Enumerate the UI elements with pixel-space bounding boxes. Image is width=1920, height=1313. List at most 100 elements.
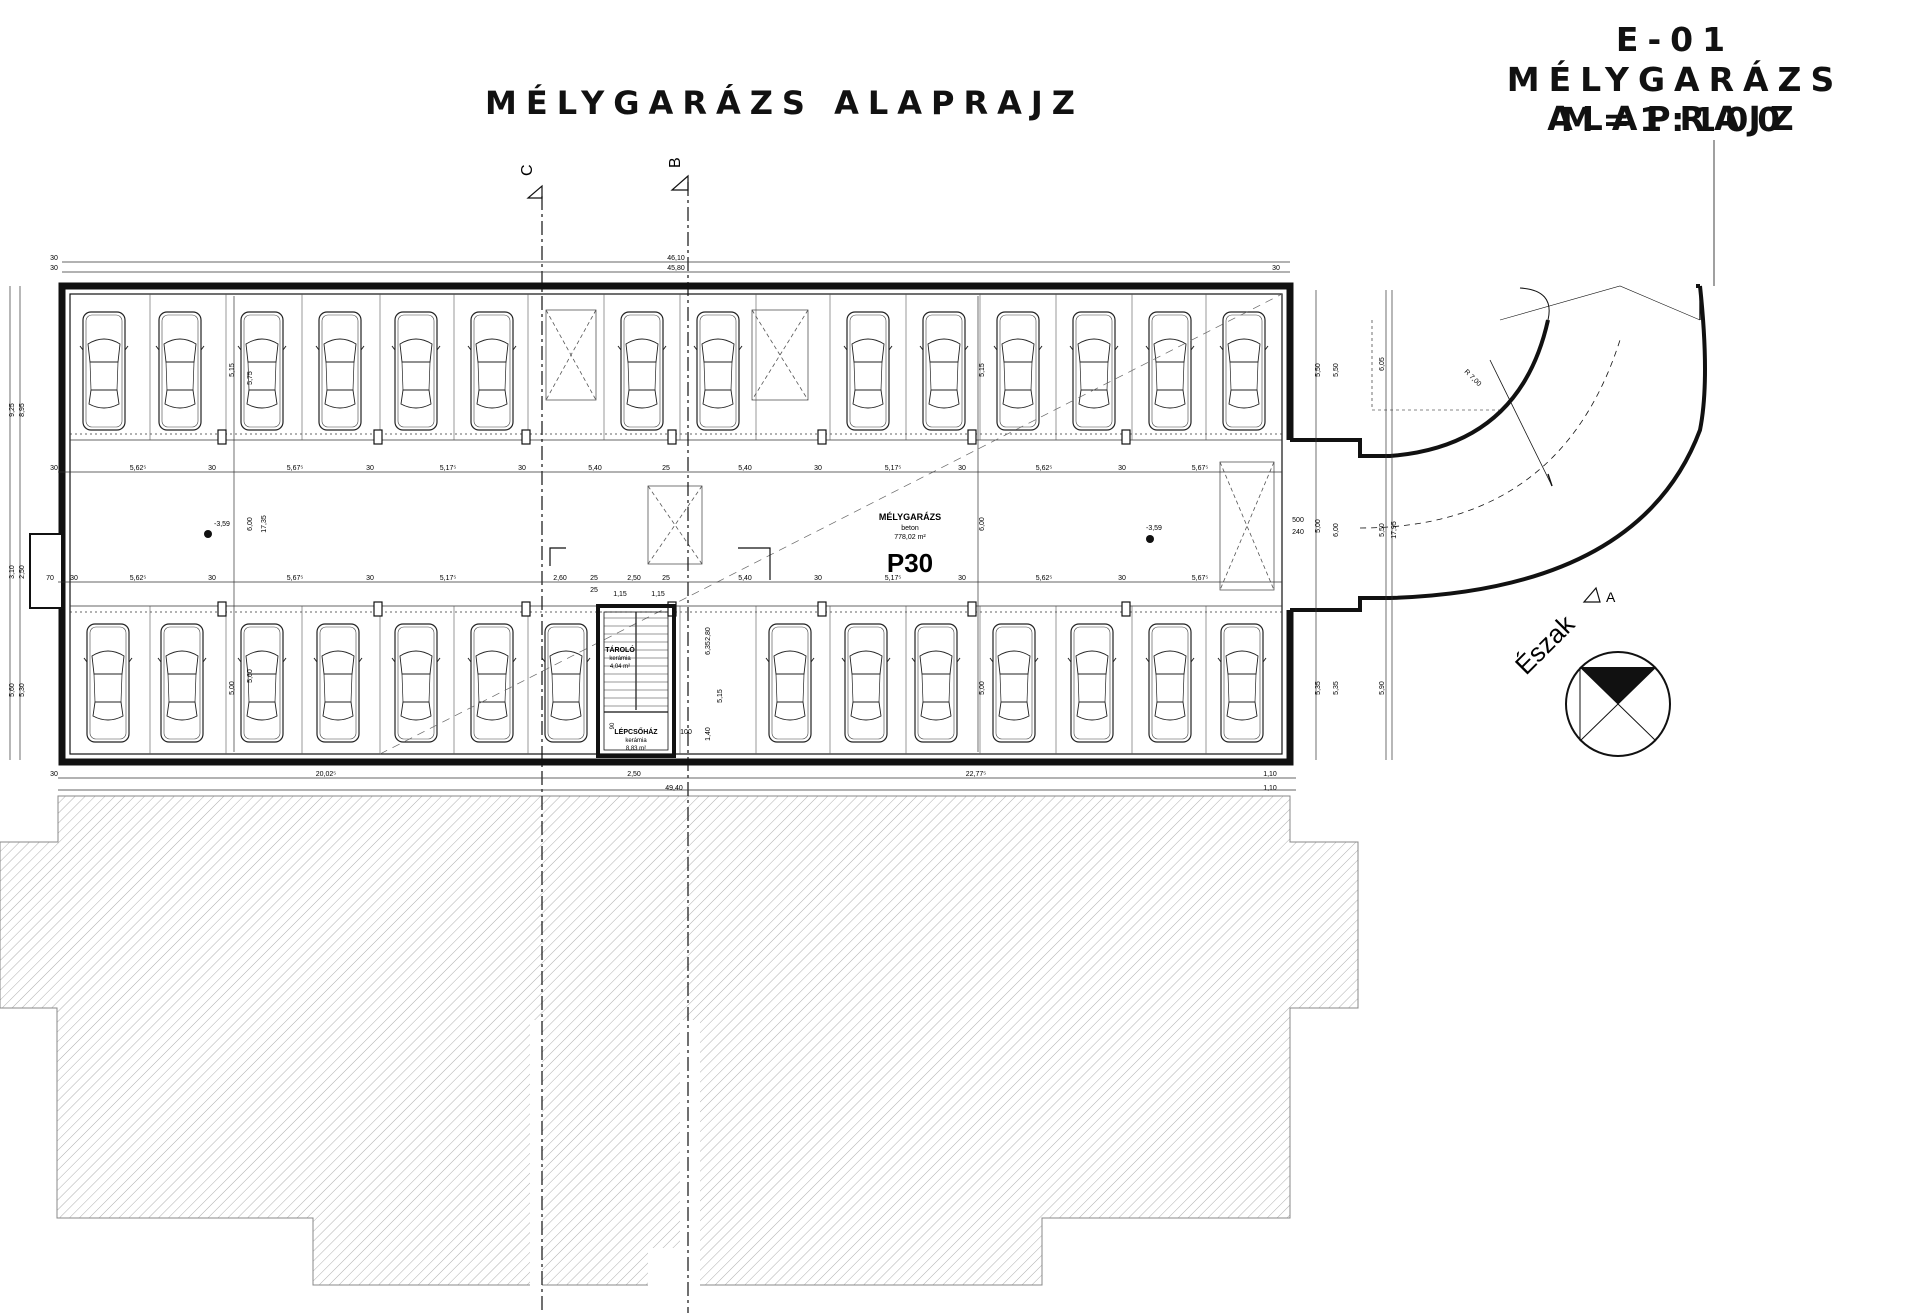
column	[373, 601, 383, 617]
dim-bay-upper: 5,40	[588, 465, 602, 472]
dim-small: 30	[208, 465, 216, 472]
parked-cars	[79, 311, 1269, 743]
car-symbol	[911, 623, 961, 743]
hatch-gap-b	[680, 1020, 700, 1300]
dim-small: 30	[814, 575, 822, 582]
dim-stair-vertical: 6,35	[705, 641, 712, 655]
column	[967, 601, 977, 617]
room-code: P30	[887, 548, 933, 578]
dim-bay-upper: 5,67⁵	[1192, 465, 1209, 472]
hatch-notch-bottom	[648, 1248, 686, 1308]
building-footprint-hatch	[0, 795, 1359, 1286]
dim-small: 70	[46, 575, 54, 582]
dim-right-vertical: 5,50	[1333, 363, 1340, 377]
dim-ramp-vertical: 5,50	[1379, 523, 1386, 537]
car-symbol	[989, 623, 1039, 743]
dim-left-vertical: 9,25	[9, 403, 16, 417]
section-label-b: B	[667, 157, 684, 168]
dim-right-vertical: 5,35	[1315, 681, 1322, 695]
dim-interior-vertical: 5,00	[979, 681, 986, 695]
dim-bay-lower: 5,67⁵	[1192, 575, 1209, 582]
dim-right-vertical: 240	[1292, 529, 1304, 536]
dim-bay-upper: 5,62⁵	[1036, 465, 1053, 472]
column	[521, 601, 531, 617]
dim-small: 30	[70, 575, 78, 582]
dim-ramp-radius: R 7,00	[1463, 368, 1483, 388]
dim-top-total-inner: 45,80	[667, 265, 685, 272]
dim-bottom-right-ext: 1,10	[1263, 771, 1277, 778]
car-symbol	[79, 311, 129, 431]
dim-left-vertical: 8,95	[19, 403, 26, 417]
car-symbol	[467, 311, 517, 431]
dim-small: 30	[958, 465, 966, 472]
dim-top-edge-left: 30	[50, 255, 58, 262]
dim-bay-lower: 2,60	[553, 575, 567, 582]
column	[817, 601, 827, 617]
car-symbol	[1069, 311, 1119, 431]
sheet-scale: M=1:100	[1560, 100, 1790, 139]
dim-small: 30	[518, 465, 526, 472]
dim-bay-lower: 5,17⁵	[885, 575, 902, 582]
car-symbol	[841, 623, 891, 743]
car-symbol	[693, 311, 743, 431]
stair-area: 8,83 m²	[626, 746, 646, 752]
dim-bottom-edge: 30	[50, 771, 58, 778]
car-symbol	[1145, 623, 1195, 743]
dim-bay-lower: 5,62⁵	[1036, 575, 1053, 582]
dim-stair-vertical: 5,15	[717, 689, 724, 703]
dim-top-edge-left-2: 30	[50, 265, 58, 272]
dim-right-vertical: 500	[1292, 517, 1304, 524]
dim-small: 30	[1118, 575, 1126, 582]
storage-area: 4,04 m²	[610, 664, 630, 670]
dim-bay-lower: 5,62⁵	[130, 575, 147, 582]
stair-core	[596, 604, 676, 758]
dim-stair-vertical: 100	[680, 729, 692, 736]
stair-name: LÉPCSŐHÁZ	[614, 727, 658, 736]
dim-small: 25	[590, 587, 598, 594]
column	[217, 429, 227, 445]
car-symbol	[391, 311, 441, 431]
car-symbol	[391, 623, 441, 743]
dim-interior-vertical: 17,35	[261, 515, 268, 533]
section-lines	[541, 182, 689, 1313]
shaft-voids	[545, 309, 1275, 591]
hatch-gap-left	[530, 1020, 542, 1300]
storage-name: TÁROLÓ	[605, 645, 635, 654]
dim-bay-lower: 5,67⁵	[287, 575, 304, 582]
car-symbol	[1067, 623, 1117, 743]
sheet-name: MÉLYGARÁZS ALAPRAJZ	[1506, 60, 1844, 138]
dim-left-vertical: 5,60	[9, 683, 16, 697]
dim-small: 25	[590, 575, 598, 582]
dim-small: 30	[958, 575, 966, 582]
column	[1121, 601, 1131, 617]
car-symbol	[237, 623, 287, 743]
car-symbol	[83, 623, 133, 743]
drawing-title: MÉLYGARÁZS ALAPRAJZ	[485, 84, 1084, 122]
dim-bottom-right-ext: 1,10	[1263, 785, 1277, 792]
room-name: MÉLYGARÁZS	[879, 512, 941, 522]
section-label-c: C	[519, 164, 536, 176]
dim-bay-upper: 5,40	[738, 465, 752, 472]
dim-interior-vertical: 5,15	[979, 363, 986, 377]
car-symbol	[467, 623, 517, 743]
dim-left-vertical: 5,30	[19, 683, 26, 697]
dim-left-vertical: 2,50	[19, 565, 26, 579]
dim-small: 30	[366, 575, 374, 582]
dim-small: 30	[208, 575, 216, 582]
stair-material: kerámia	[625, 738, 647, 744]
level-value-left: -3,59	[214, 521, 230, 528]
dim-bay-upper: 5,17⁵	[885, 465, 902, 472]
level-value-right: -3,59	[1146, 525, 1162, 532]
dim-interior-vertical: 6,00	[979, 517, 986, 531]
dimension-lines	[9, 261, 1393, 791]
north-arrow	[1565, 651, 1671, 757]
dim-stair-vertical: 2,80	[705, 627, 712, 641]
dim-small: 30	[1118, 465, 1126, 472]
north-label: Észak	[1509, 608, 1581, 680]
dim-right-vertical: 5,50	[1315, 363, 1322, 377]
car-symbol	[155, 311, 205, 431]
dim-bottom-left: 20,02⁵	[316, 771, 337, 778]
column	[817, 429, 827, 445]
column	[373, 429, 383, 445]
